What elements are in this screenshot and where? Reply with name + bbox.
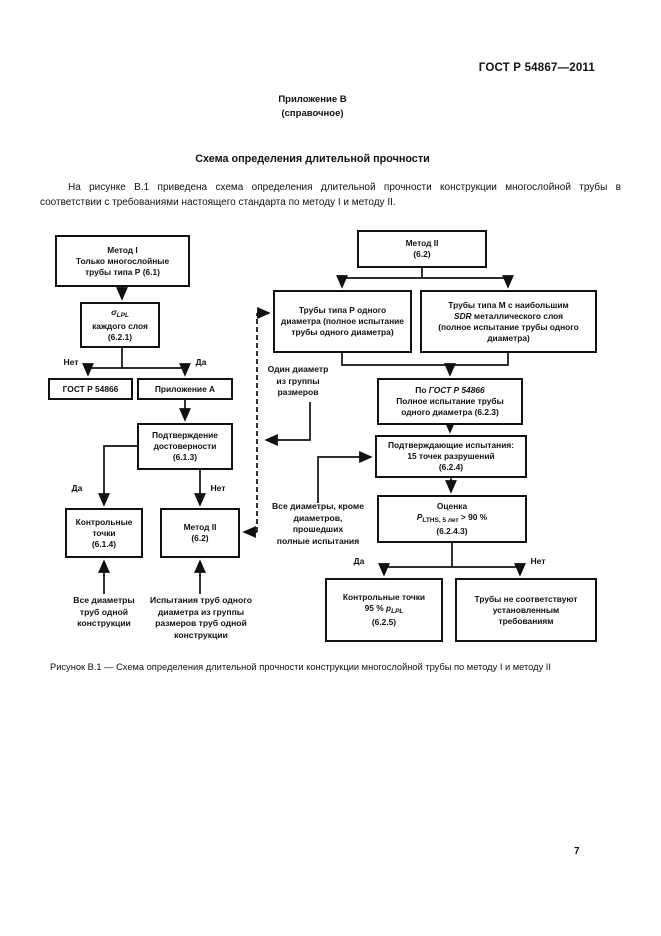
- flow-box-annex-a: Приложение А: [137, 378, 233, 400]
- flow-box-method-2: Метод II(6.2): [357, 230, 487, 268]
- flow-label-no-1: Нет: [63, 357, 79, 367]
- flow-label-yes-2: Да: [71, 483, 83, 493]
- flow-arrow: [317, 451, 373, 503]
- flow-box-gost-54866: ГОСТ Р 54866: [48, 378, 133, 400]
- flow-arrow: [264, 402, 311, 446]
- flow-label-no-2: Нет: [210, 483, 226, 493]
- annex-note: (справочное): [281, 108, 344, 119]
- section-title: Схема определения длительной прочности: [195, 153, 430, 165]
- intro-paragraph: На рисунке В.1 приведена схема определен…: [40, 182, 621, 208]
- flow-box-confirming-tests: Подтверждающие испытания:15 точек разруш…: [375, 435, 527, 478]
- flow-arrow: [384, 543, 520, 568]
- flow-arrow: [88, 348, 185, 369]
- flow-label-no-3: Нет: [530, 556, 546, 566]
- flow-label-yes-3: Да: [353, 556, 365, 566]
- page-number: 7: [574, 846, 580, 857]
- annex-heading: Приложение В (справочное): [0, 93, 625, 121]
- flow-box-method-2-left: Метод II(6.2): [160, 508, 240, 558]
- doc-number: ГОСТ Р 54867—2011: [478, 62, 595, 74]
- flow-arrow: [341, 353, 509, 366]
- flow-label-yes-1: Да: [195, 357, 207, 367]
- flow-arrow: [342, 268, 508, 279]
- flow-arrow: [98, 445, 137, 507]
- annex-label: Приложение В: [278, 94, 347, 105]
- figure-caption: Рисунок В.1 — Схема определения длительн…: [50, 662, 551, 672]
